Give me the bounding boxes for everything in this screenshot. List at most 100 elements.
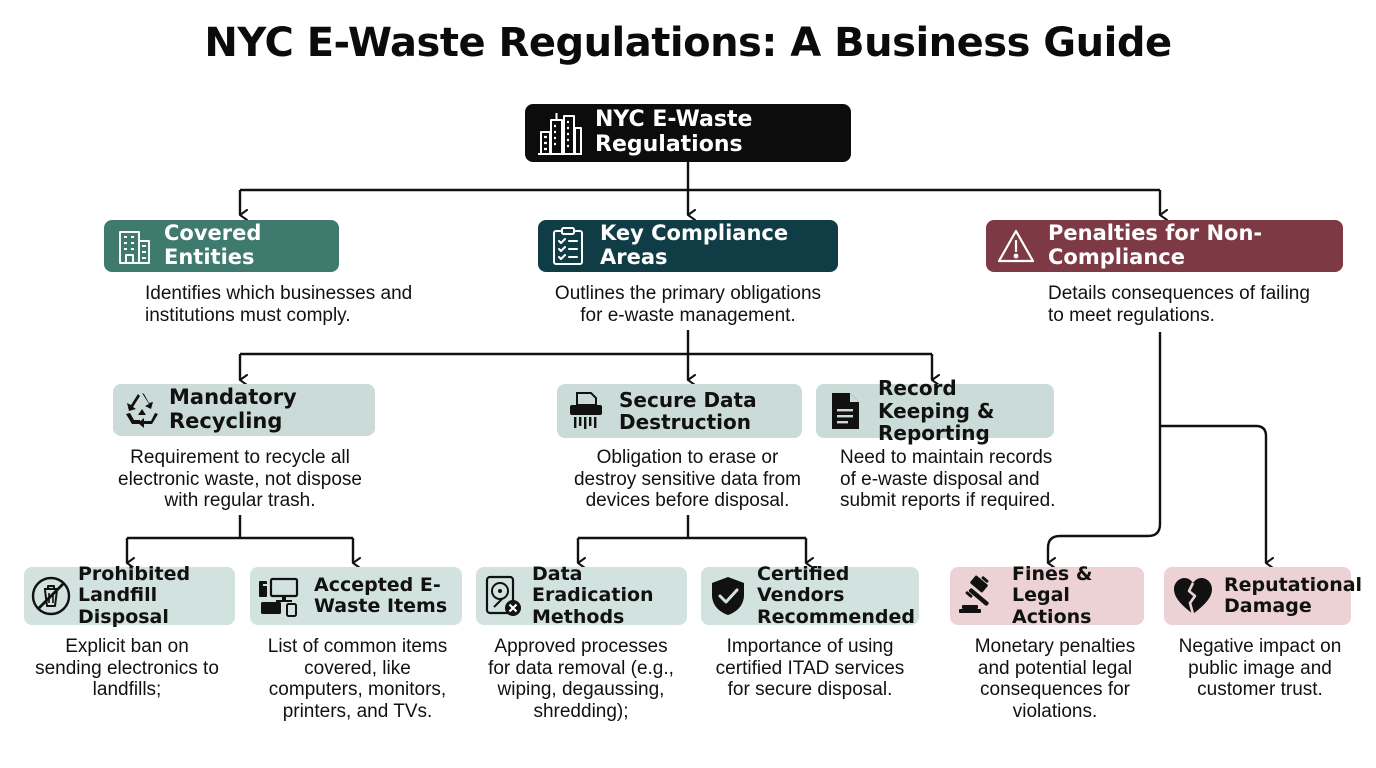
- description-line: violations.: [1012, 700, 1098, 722]
- area-mandatory-recycling: Mandatory Recycling: [113, 384, 375, 436]
- description-line: shredding);: [533, 700, 629, 722]
- description-line: submit reports if required.: [840, 490, 1056, 511]
- mandatory-recycling-label: Mandatory Recycling: [169, 385, 297, 433]
- page-title: NYC E-Waste Regulations: A Business Guid…: [204, 20, 1172, 66]
- root-label: NYC E-Waste Regulations: [595, 107, 753, 157]
- description-line: certified ITAD services: [715, 657, 905, 679]
- description-line: List of common items: [267, 636, 448, 657]
- mandatory-recycling-description: Requirement to recycle all electronic wa…: [110, 447, 370, 512]
- recycle-icon: [121, 389, 163, 431]
- description-line: to meet regulations.: [1048, 304, 1215, 326]
- reputational-label: Reputational Damage: [1224, 573, 1363, 618]
- prohibited-landfill-label: Prohibited Landfill Disposal: [78, 563, 235, 628]
- description-line: destroy sensitive data from: [573, 468, 802, 490]
- description-line: electronic waste, not dispose: [118, 468, 362, 490]
- accepted-items-label: Accepted E- Waste Items: [314, 573, 448, 618]
- label-line: Destruction: [619, 410, 751, 434]
- description-line: printers, and TVs.: [282, 700, 433, 722]
- label-line: Landfill Disposal: [78, 584, 169, 628]
- description-line: Explicit ban on: [65, 636, 189, 657]
- description-line: with regular trash.: [164, 490, 316, 511]
- description-line: for data removal (e.g.,: [488, 657, 674, 679]
- description-line: devices before disposal.: [585, 490, 790, 511]
- key-compliance-label: Key Compliance Areas: [600, 221, 789, 269]
- root-node: NYC E-Waste Regulations: [525, 104, 851, 162]
- data-eradication-description: Approved processes for data removal (e.g…: [476, 636, 686, 722]
- covered-entities-description: Identifies which businesses and institut…: [145, 283, 445, 326]
- area-record-keeping: Record Keeping & Reporting: [816, 377, 1054, 445]
- accepted-items-description: List of common items covered, like compu…: [250, 636, 465, 722]
- branch-covered-entities: Covered Entities: [104, 220, 339, 272]
- label-line: Record Keeping &: [878, 376, 995, 423]
- hard-drive-erase-icon: [482, 574, 524, 618]
- description-line: Negative impact on: [1178, 636, 1342, 657]
- description-line: customer trust.: [1197, 679, 1323, 700]
- detail-fines-legal: Fines & Legal Actions: [950, 564, 1144, 628]
- detail-accepted-items: Accepted E- Waste Items: [250, 567, 462, 625]
- warning-triangle-icon: [996, 226, 1036, 266]
- label-line: Accepted E-: [314, 573, 441, 596]
- description-line: computers, monitors,: [268, 679, 447, 700]
- description-line: sending electronics to: [35, 657, 219, 679]
- description-line: Details consequences of failing: [1048, 283, 1310, 304]
- description-line: Identifies which businesses and: [145, 283, 413, 304]
- electronics-devices-icon: [256, 574, 304, 618]
- penalties-label: Penalties for Non-Compliance: [1048, 221, 1263, 269]
- shield-check-icon: [707, 574, 749, 618]
- data-eradication-label: Data Eradication Methods: [532, 564, 687, 628]
- description-line: landfills;: [92, 679, 162, 700]
- broken-heart-icon: [1170, 574, 1216, 618]
- covered-entities-label: Covered Entities: [164, 221, 262, 269]
- penalties-description: Details consequences of failing to meet …: [1048, 283, 1348, 326]
- label-line: Fines & Legal: [1012, 563, 1093, 607]
- description-line: Obligation to erase or: [596, 447, 779, 468]
- description-line: public image and: [1188, 657, 1332, 679]
- branch-key-compliance: Key Compliance Areas: [538, 220, 838, 272]
- label-line: Secure Data: [619, 387, 757, 412]
- description-line: institutions must comply.: [145, 304, 351, 326]
- document-icon: [826, 390, 864, 432]
- description-line: Monetary penalties: [974, 636, 1136, 657]
- description-line: Need to maintain records: [840, 447, 1053, 468]
- key-compliance-description: Outlines the primary obligations for e-w…: [538, 283, 838, 326]
- label-line: Actions: [1012, 605, 1092, 628]
- description-line: Approved processes: [494, 636, 668, 657]
- connector-to-fines-legal: [1046, 426, 1162, 569]
- no-trash-icon: [30, 574, 72, 618]
- description-line: for secure disposal.: [727, 679, 893, 700]
- description-line: Requirement to recycle all: [130, 447, 350, 468]
- label-line: Data Eradication: [532, 563, 654, 607]
- label-line: Reputational: [1224, 573, 1363, 596]
- description-line: Outlines the primary obligations: [554, 283, 822, 304]
- gavel-icon: [956, 574, 1004, 618]
- description-line: and potential legal: [977, 657, 1133, 679]
- certified-vendors-description: Importance of using certified ITAD servi…: [700, 636, 920, 701]
- label-line: Damage: [1224, 595, 1312, 617]
- detail-certified-vendors: Certified Vendors Recommended: [701, 564, 919, 628]
- description-line: covered, like: [304, 657, 411, 679]
- reputational-description: Negative impact on public image and cust…: [1160, 636, 1360, 701]
- fines-legal-label: Fines & Legal Actions: [1012, 564, 1144, 628]
- branch-penalties: Penalties for Non-Compliance: [986, 220, 1343, 272]
- city-buildings-icon: [535, 110, 585, 156]
- clipboard-checklist-icon: [548, 225, 588, 267]
- area-secure-data: Secure Data Destruction: [557, 384, 802, 438]
- detail-reputational: Reputational Damage: [1164, 567, 1362, 625]
- label-line: Prohibited: [78, 563, 191, 586]
- label-line: Waste Items: [314, 595, 448, 617]
- detail-data-eradication: Data Eradication Methods: [476, 564, 687, 628]
- label-line: Certified Vendors: [757, 563, 850, 607]
- prohibited-landfill-description: Explicit ban on sending electronics to l…: [22, 636, 232, 701]
- secure-data-label: Secure Data Destruction: [619, 387, 757, 434]
- shredder-icon: [565, 390, 607, 432]
- fines-legal-description: Monetary penalties and potential legal c…: [950, 636, 1160, 722]
- detail-prohibited-landfill: Prohibited Landfill Disposal: [24, 563, 235, 628]
- description-line: wiping, degaussing,: [497, 679, 665, 700]
- label-line: Methods: [532, 605, 625, 628]
- connector-to-reputational: [1160, 424, 1274, 569]
- description-line: Importance of using: [726, 636, 894, 657]
- secure-data-description: Obligation to erase or destroy sensitive…: [560, 447, 815, 512]
- label-line: Reporting: [878, 421, 990, 446]
- certified-vendors-label: Certified Vendors Recommended: [757, 564, 919, 628]
